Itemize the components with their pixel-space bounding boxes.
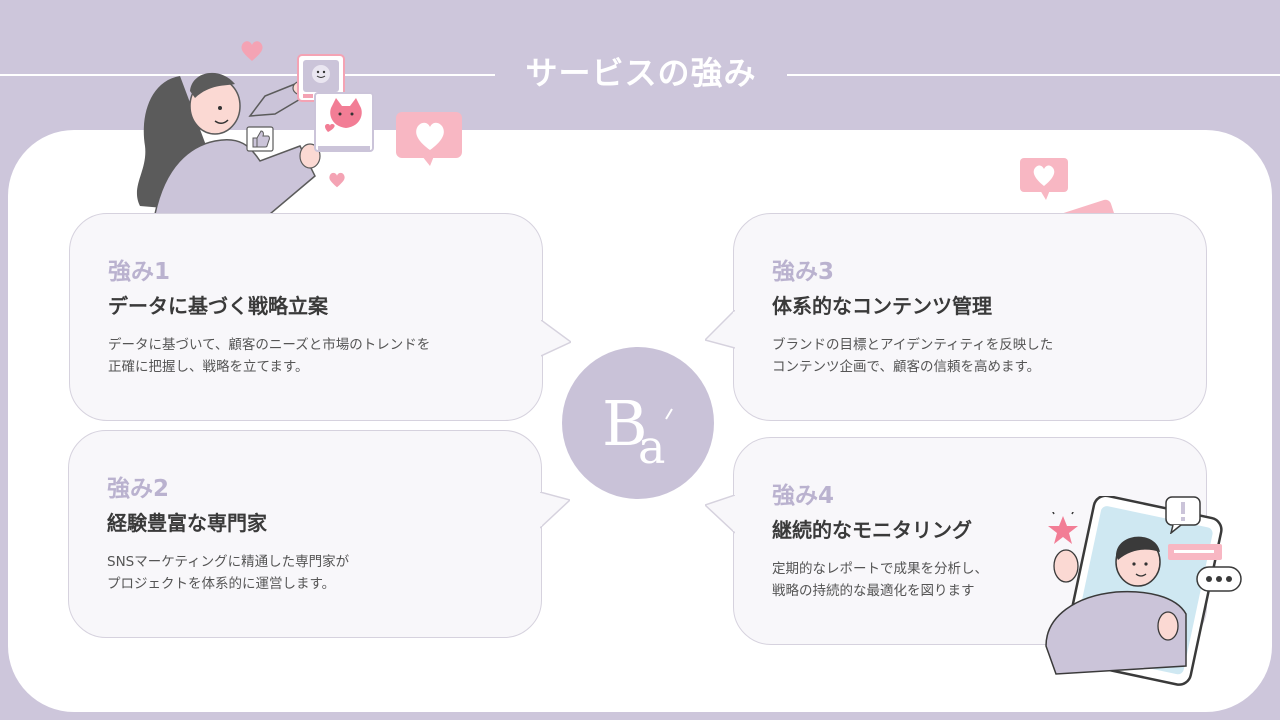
heart-icon [329, 172, 345, 188]
heart-icon [396, 112, 462, 166]
strength-description: ブランドの目標とアイデンティティを反映した コンテンツ企画で、顧客の信頼を高めま… [772, 337, 1054, 375]
strength-card-1: 強み1 データに基づく戦略立案 データに基づいて、顧客のニーズと市場のトレンドを… [69, 213, 543, 421]
strength-heading: 経験豊富な専門家 [107, 511, 267, 535]
card-tail [541, 320, 571, 357]
chat-dots-icon [1196, 566, 1242, 592]
brand-logo: B a [562, 347, 714, 499]
strength-heading: 継続的なモニタリング [772, 518, 972, 542]
strength-number: 強み4 [772, 483, 835, 509]
logo-mark: B a [602, 387, 673, 474]
strength-number: 強み3 [772, 259, 835, 285]
woman-illustration [136, 72, 321, 215]
card-tail [705, 495, 735, 534]
title-line-left [0, 74, 495, 76]
strength-heading: データに基づく戦略立案 [108, 294, 328, 318]
strength-description: 定期的なレポートで成果を分析し、 戦略の持続的な最適化を図ります [772, 561, 988, 599]
strength-description: SNSマーケティングに精通した専門家が プロジェクトを体系的に運営します。 [107, 554, 350, 592]
strength-description: データに基づいて、顧客のニーズと市場のトレンドを 正確に把握し、戦略を立てます。 [108, 337, 431, 375]
exclamation-icon [1165, 496, 1201, 534]
page-title: サービスの強み [525, 54, 757, 92]
title-line-right [787, 74, 1280, 76]
strength-number: 強み2 [107, 476, 170, 502]
message-bar-icon [1168, 544, 1222, 560]
svg-text:a: a [638, 420, 665, 474]
strength-heading: 体系的なコンテンツ管理 [772, 294, 992, 318]
card-tail [540, 492, 570, 529]
svg-text:B: B [602, 387, 648, 460]
heart-icon [241, 41, 263, 61]
strength-number: 強み1 [108, 259, 171, 285]
star-icon [1048, 512, 1078, 544]
strength-card-2: 強み2 経験豊富な専門家 SNSマーケティングに精通した専門家が プロジェクトを… [68, 430, 542, 638]
heart-icon [1020, 158, 1068, 200]
smiley-icon [297, 54, 345, 102]
cat-icon [314, 92, 374, 152]
card-tail [705, 310, 735, 349]
thumbs-up-icon [246, 126, 274, 152]
strength-card-3: 強み3 体系的なコンテンツ管理 ブランドの目標とアイデンティティを反映した コン… [733, 213, 1207, 421]
